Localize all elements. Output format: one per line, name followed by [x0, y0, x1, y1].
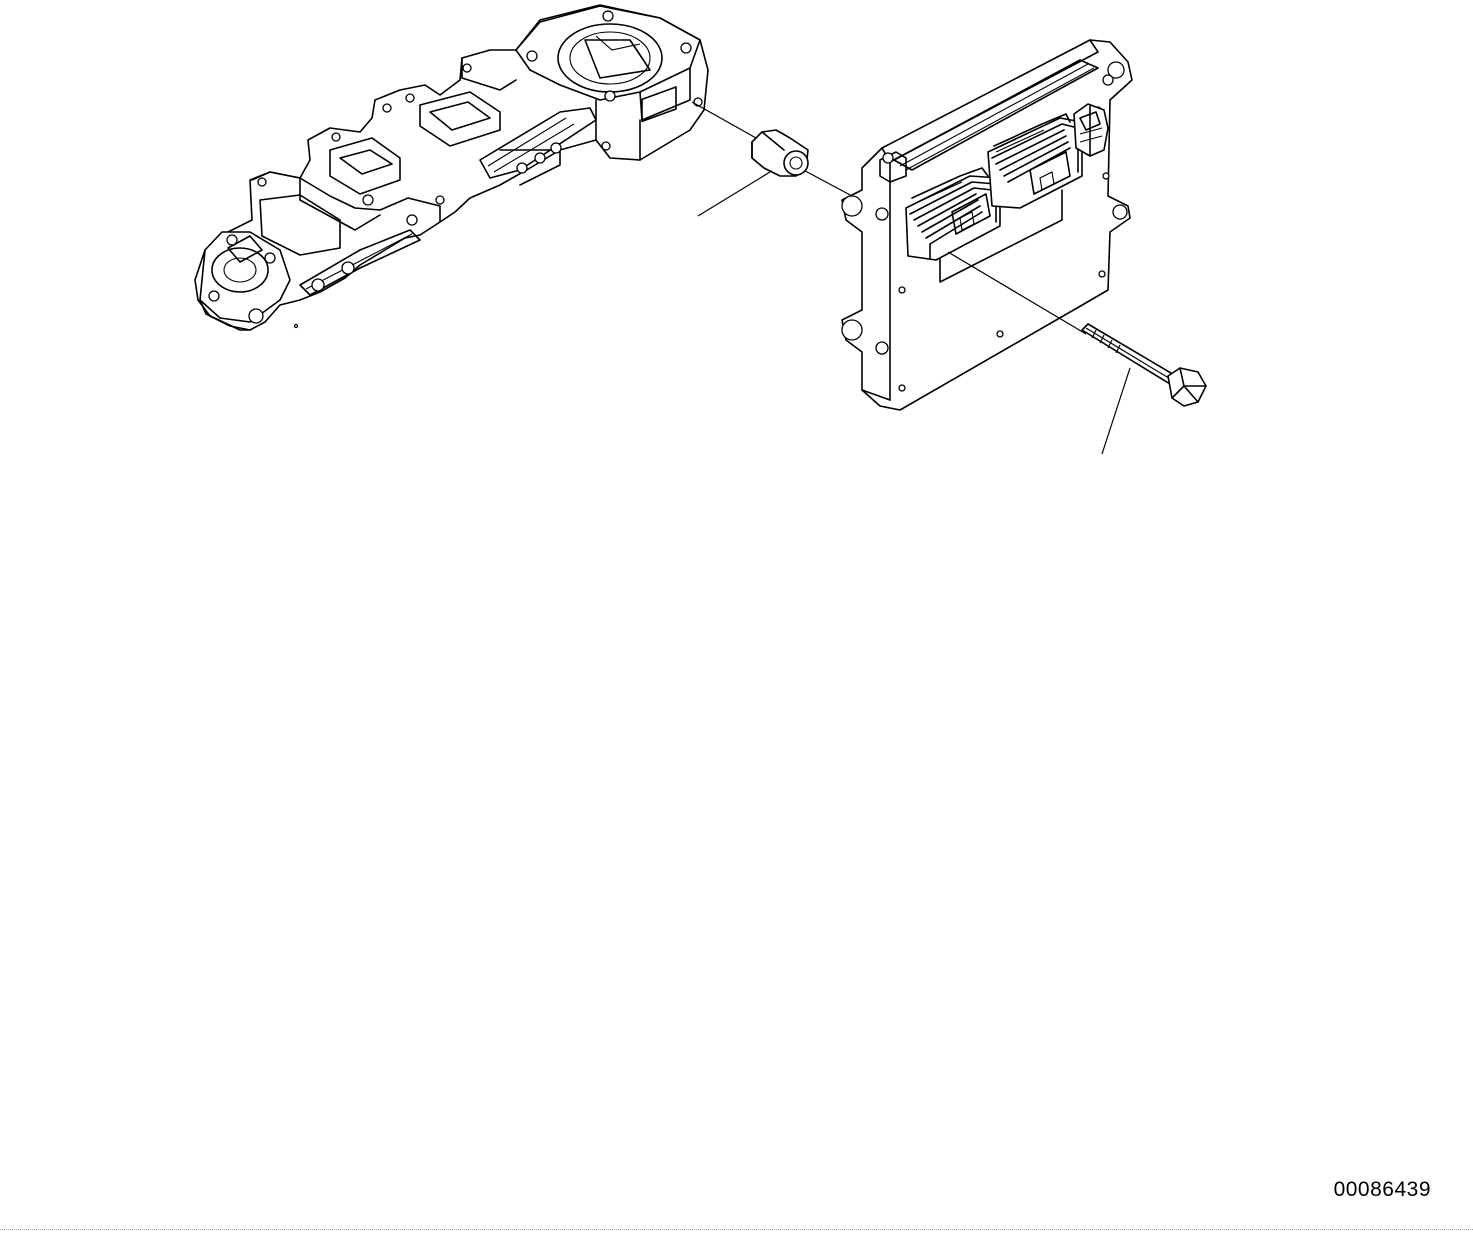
- engine-controller-unit-icon: [842, 40, 1132, 410]
- figure-number: 00086439: [1333, 1178, 1431, 1201]
- bolt-center-line: [948, 252, 1086, 334]
- page-bottom-rule: [0, 1229, 1473, 1230]
- mounting-bolt-icon: [1082, 324, 1206, 406]
- bolt-callout-leader: [1102, 368, 1130, 454]
- intake-heater-manifold-icon: [195, 5, 708, 330]
- spacer-callout-leader: [698, 172, 770, 216]
- spacer-collar-icon: [752, 130, 808, 176]
